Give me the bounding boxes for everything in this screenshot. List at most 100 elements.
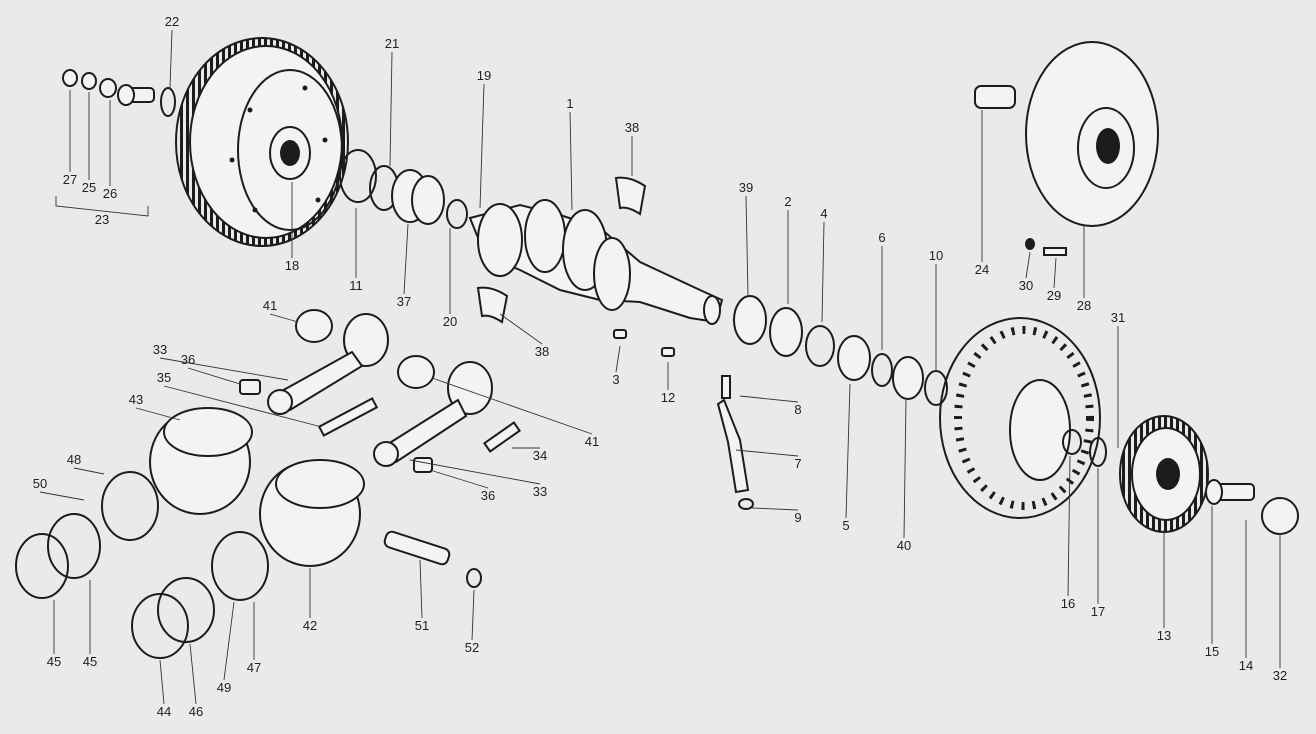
rod-bolt-35 (317, 397, 379, 437)
part-label-9: 9 (794, 510, 801, 525)
part-label-15: 15 (1205, 644, 1219, 659)
crank-pulley (1119, 415, 1299, 535)
part-label-44: 44 (157, 704, 171, 719)
leader-line-37 (403, 223, 409, 295)
piston-pin-51 (383, 530, 451, 566)
leader-line-36 (429, 469, 489, 489)
leader-line-44 (159, 659, 165, 705)
leader-line-7 (735, 449, 799, 457)
part-label-45: 45 (83, 654, 97, 669)
leader-line-52 (471, 589, 475, 641)
part-label-49: 49 (217, 680, 231, 695)
part-label-23: 23 (95, 212, 109, 227)
rear-seal-and-bearing (339, 149, 468, 229)
part-label-36: 36 (181, 352, 195, 367)
dowel-pin-12 (661, 347, 675, 357)
part-label-47: 47 (247, 660, 261, 675)
leader-line-49 (223, 601, 235, 681)
part-label-51: 51 (415, 618, 429, 633)
oil-ring-48 (101, 471, 159, 541)
rod-bolt-34 (482, 421, 522, 453)
piston-42 (259, 459, 365, 567)
flywheel-bolt-set (62, 69, 176, 117)
part-label-41: 41 (585, 434, 599, 449)
part-label-3: 3 (612, 372, 619, 387)
leader-line-9 (751, 507, 799, 511)
leader-line-4 (821, 221, 825, 323)
crankshaft (468, 199, 724, 325)
leader-line-33 (409, 459, 541, 485)
part-label-37: 37 (397, 294, 411, 309)
part-label-4: 4 (820, 206, 827, 221)
part-label-48: 48 (67, 452, 81, 467)
part-label-36: 36 (481, 488, 495, 503)
part-label-34: 34 (533, 448, 547, 463)
part-label-39: 39 (739, 180, 753, 195)
bracket-23 (55, 196, 149, 217)
part-label-28: 28 (1077, 298, 1091, 313)
connecting-rod-upper (267, 313, 389, 415)
leader-line-16 (1067, 455, 1071, 597)
rod-bearing-41b (397, 355, 435, 389)
part-label-2: 2 (784, 194, 791, 209)
part-label-32: 32 (1273, 668, 1287, 683)
leader-line-36 (187, 367, 241, 385)
cooling-fan (939, 317, 1107, 519)
part-label-33: 33 (533, 484, 547, 499)
leader-line-46 (189, 643, 197, 705)
rod-bearing-41a (295, 309, 333, 343)
leader-lines (39, 29, 1281, 705)
leader-line-29 (1053, 257, 1057, 289)
part-label-1: 1 (566, 96, 573, 111)
part-label-25: 25 (82, 180, 96, 195)
part-label-17: 17 (1091, 604, 1105, 619)
part-label-19: 19 (477, 68, 491, 83)
part-label-50: 50 (33, 476, 47, 491)
leader-line-5 (845, 383, 851, 519)
part-label-38: 38 (625, 120, 639, 135)
part-label-30: 30 (1019, 278, 1033, 293)
bearing-shell-lower (476, 286, 509, 324)
leader-line-39 (745, 195, 749, 297)
part-label-38: 38 (535, 344, 549, 359)
ring-45a (15, 533, 69, 599)
part-label-33: 33 (153, 342, 167, 357)
leader-line-50 (39, 491, 85, 501)
part-label-52: 52 (465, 640, 479, 655)
leader-line-21 (389, 51, 393, 167)
leader-line-1 (569, 111, 573, 211)
part-labels: 1234567891011121314151617181920212223242… (33, 14, 1287, 719)
leader-line-8 (739, 395, 799, 403)
part-label-12: 12 (661, 390, 675, 405)
front-bearing-stack (733, 295, 948, 406)
part-label-18: 18 (285, 258, 299, 273)
part-label-41: 41 (263, 298, 277, 313)
oil-jet-assembly (716, 375, 754, 510)
part-label-29: 29 (1047, 288, 1061, 303)
part-label-5: 5 (842, 518, 849, 533)
leader-line-38 (499, 313, 543, 345)
part-label-16: 16 (1061, 596, 1075, 611)
part-label-45: 45 (47, 654, 61, 669)
leader-line-19 (479, 83, 485, 209)
rod-nut-36a (239, 379, 261, 395)
part-label-43: 43 (129, 392, 143, 407)
leader-line-33 (159, 357, 289, 381)
leader-line-43 (135, 407, 181, 421)
leader-line-41 (269, 313, 299, 323)
circlip-52 (466, 568, 482, 588)
flywheel (175, 37, 349, 247)
connecting-rod-lower (373, 361, 493, 467)
dowel-pin-3 (613, 329, 627, 339)
part-label-14: 14 (1239, 658, 1253, 673)
part-label-7: 7 (794, 456, 801, 471)
part-label-24: 24 (975, 262, 989, 277)
part-label-27: 27 (63, 172, 77, 187)
part-label-13: 13 (1157, 628, 1171, 643)
ring-45b (47, 513, 101, 579)
oil-ring-47 (211, 531, 269, 601)
part-label-20: 20 (443, 314, 457, 329)
front-cover (974, 41, 1159, 256)
